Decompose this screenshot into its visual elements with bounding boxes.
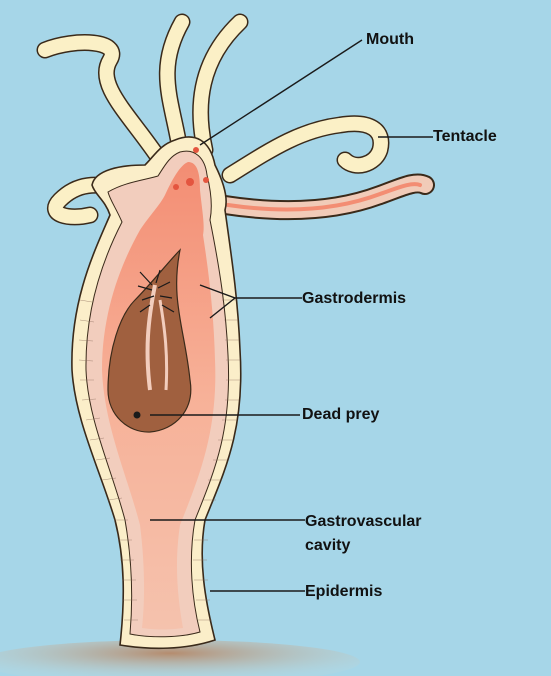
tentacles [36,13,435,226]
label-mouth: Mouth [366,31,414,48]
label-tentacle: Tentacle [433,128,497,145]
label-epidermis: Epidermis [305,583,383,600]
mouth-leader [199,39,363,146]
substrate [0,640,360,676]
dead-prey [107,248,192,433]
label-dead-prey: Dead prey [302,406,380,423]
leader-lines [150,39,433,592]
mouth-spots [173,147,209,190]
gastrodermis-leader [199,284,302,319]
label-cavity: cavity [305,537,351,554]
label-gastrodermis: Gastrodermis [302,290,407,307]
prey-spot [133,411,141,419]
label-gastrovascular: Gastrovascular [305,513,422,530]
